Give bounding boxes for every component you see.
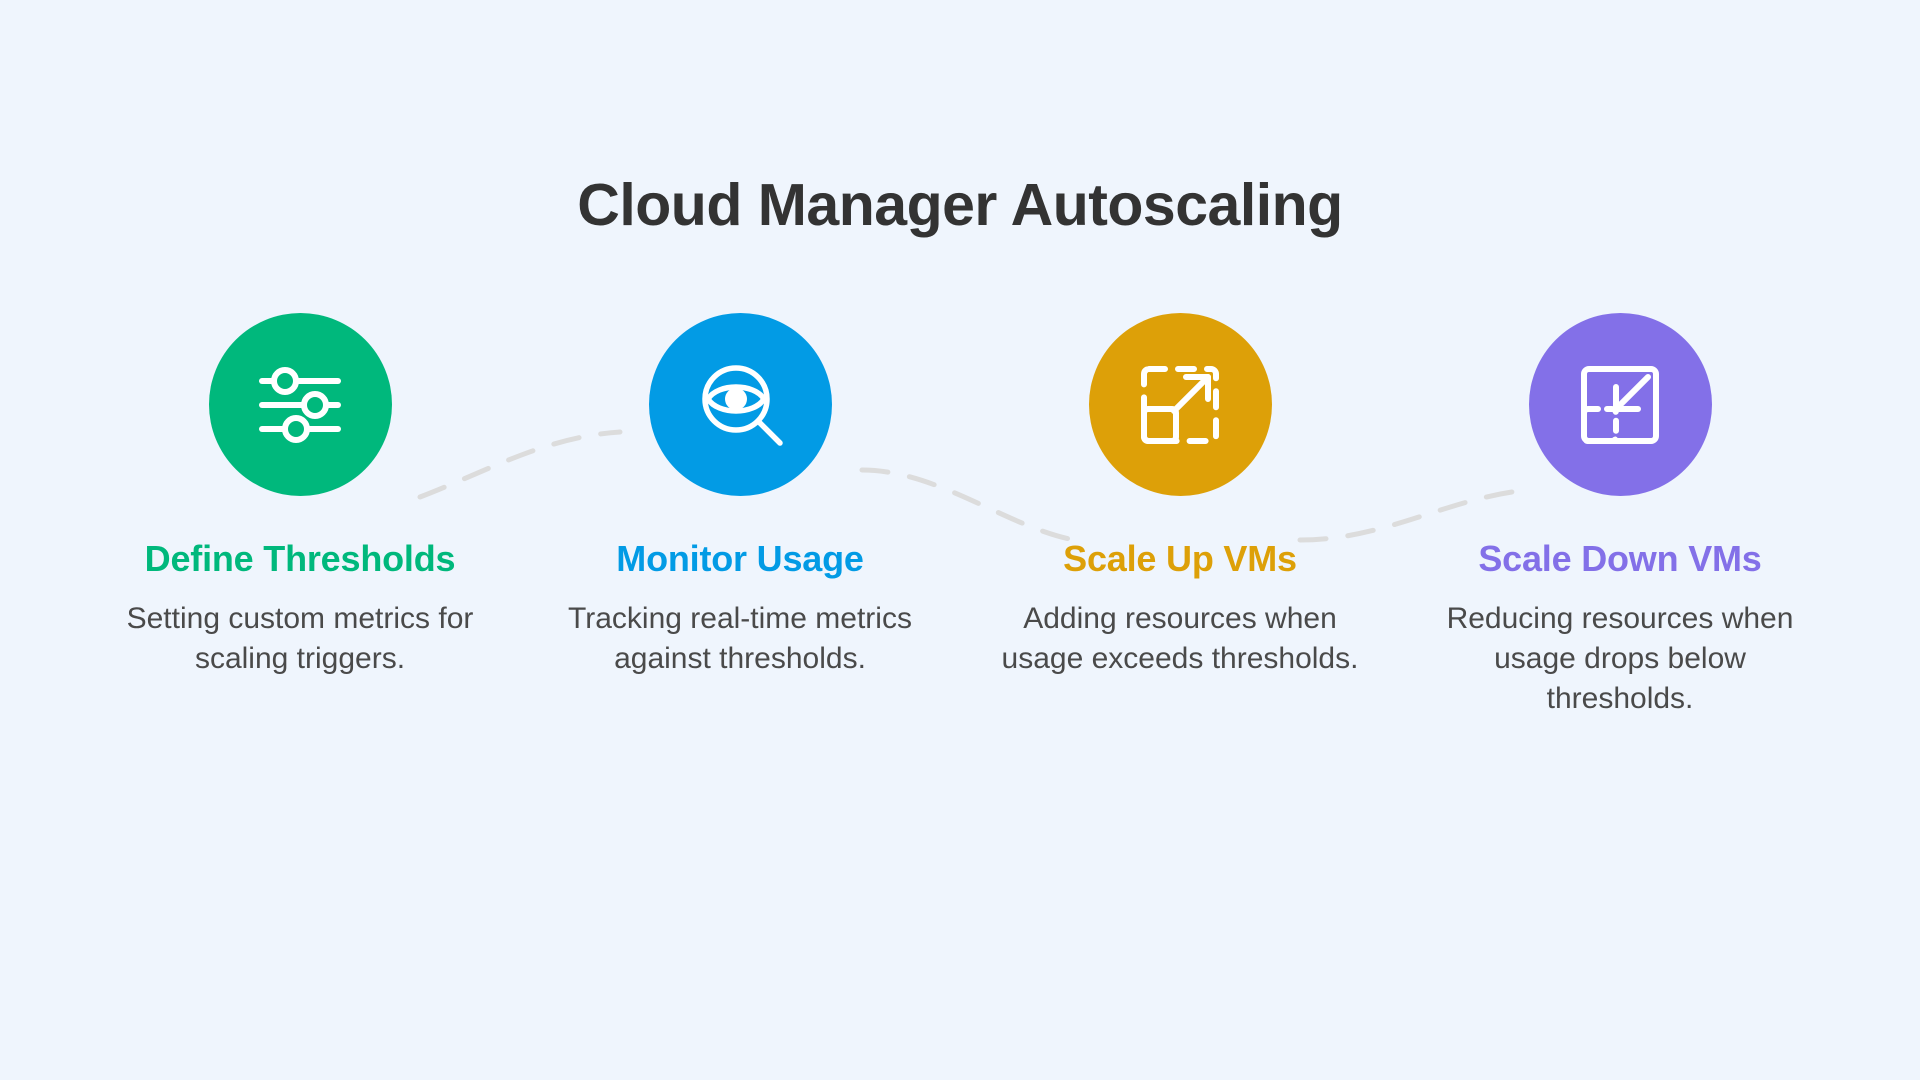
step-description-2: Tracking real-time metrics against thres… <box>568 602 912 675</box>
step-icon-circle-1[interactable] <box>208 313 392 496</box>
step-icon-circle-3[interactable] <box>1088 313 1272 496</box>
step-description-4: Reducing resources when usage drops belo… <box>1446 602 1794 715</box>
step-title-3: Scale Up VMs <box>1063 538 1297 579</box>
step-title-4: Scale Down VMs <box>1478 538 1762 579</box>
step-scale-down-vms[interactable]: Scale Down VMs Reducing resources when u… <box>1400 313 1840 718</box>
step-description-3: Adding resources when usage exceeds thre… <box>1001 602 1359 675</box>
eye-magnifier-icon <box>702 364 783 446</box>
step-icon-circle-2[interactable] <box>648 313 832 496</box>
scale-up-icon <box>1141 365 1219 444</box>
step-define-thresholds[interactable]: Define Thresholds Setting custom metrics… <box>80 313 520 679</box>
step-icon-circle-4[interactable] <box>1528 313 1712 496</box>
step-scale-up-vms[interactable]: Scale Up VMs Adding resources when usage… <box>960 313 1400 679</box>
step-monitor-usage[interactable]: Monitor Usage Tracking real-time metrics… <box>520 313 960 679</box>
step-title-1: Define Thresholds <box>144 538 456 579</box>
steps-row: Define Thresholds Setting custom metrics… <box>0 313 1920 718</box>
page-title: Cloud Manager Autoscaling <box>577 172 1343 238</box>
sliders-icon <box>259 366 341 443</box>
step-description-1: Setting custom metrics for scaling trigg… <box>126 602 474 675</box>
step-title-2: Monitor Usage <box>616 538 864 579</box>
scale-down-icon <box>1581 365 1659 444</box>
